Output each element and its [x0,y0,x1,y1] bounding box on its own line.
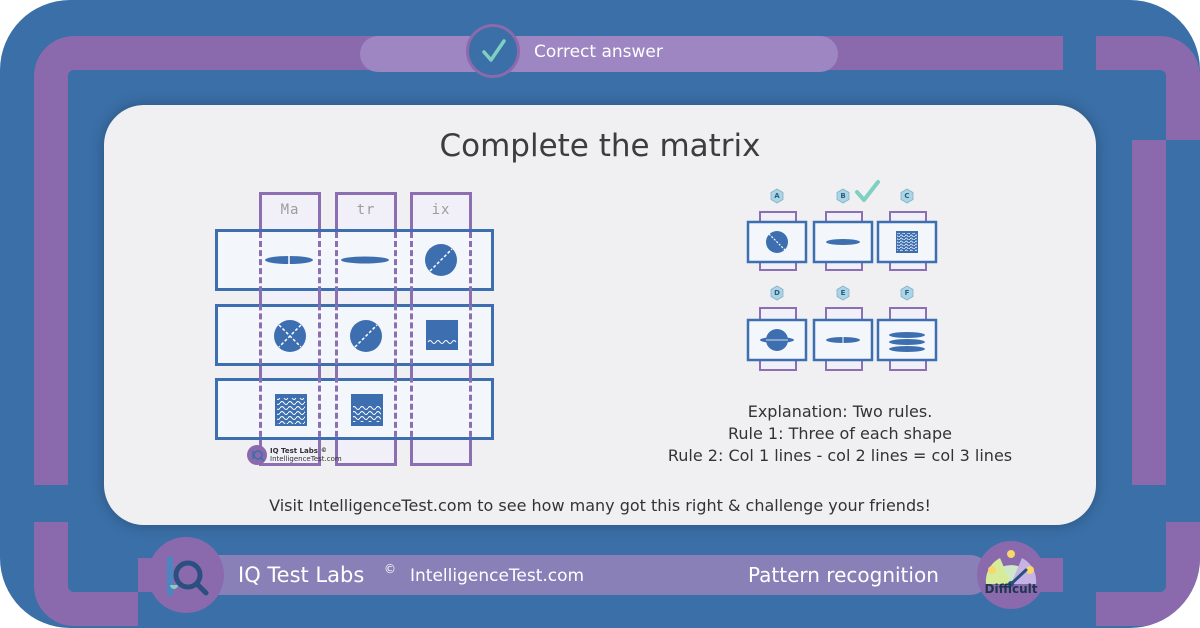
option-b-letter: B [840,192,846,200]
checkmark-icon [482,39,506,62]
iq-logo-icon [247,445,267,465]
cell-r2c1-circle [274,320,306,352]
column-dash [318,232,321,464]
option-a[interactable] [746,211,808,271]
result-banner [360,36,838,72]
corner-bottom-left [34,522,138,626]
option-badges [770,188,914,301]
explanation-line-2: Rule 1: Three of each shape [728,424,952,443]
corner-top-left [34,36,138,140]
column-label-1: Ma [280,202,300,218]
puzzle-title: Complete the matrix [439,128,761,164]
footer-category: Pattern recognition [748,563,939,587]
difficulty-gauge: Difficult [976,540,1046,610]
option-c-letter: C [904,192,910,200]
left-deco-bar [34,140,68,485]
cell-r3c2-square [351,394,383,426]
column-label-3: ix [431,202,451,218]
cell-r3c1-square [275,394,307,426]
cell-r2c3-square [426,320,458,350]
visit-link-text[interactable]: Visit IntelligenceTest.com to see how ma… [269,496,931,515]
column-dash [335,232,338,464]
cell-r2c2-circle [350,320,382,352]
option-c[interactable] [876,211,938,271]
difficulty-gauge-icon [977,541,1045,609]
iq-magnifier-icon [167,556,209,596]
option-e-letter: E [840,289,846,297]
right-deco-bar [1132,140,1166,485]
cell-r1c3-circle [425,244,457,276]
option-b[interactable] [812,211,874,271]
column-dash [410,232,413,464]
correct-check-badge [466,24,520,78]
option-d-letter: D [774,289,780,297]
option-f-letter: F [904,289,910,297]
matrix-logo-copyright: © [320,447,327,454]
column-dash [469,232,472,464]
cell-r1c1-ellipse [265,254,313,266]
correct-answer-label: Correct answer [534,42,663,62]
option-e[interactable] [812,307,874,371]
footer-bar [190,555,990,595]
option-f[interactable] [876,307,938,371]
cell-r1c2-ellipse [341,256,389,264]
column-dash [394,232,397,464]
brand-logo [148,537,224,613]
footer-site-link[interactable]: IntelligenceTest.com [410,566,585,586]
matrix-logo-brand: IQ Test Labs [270,447,318,455]
explanation-line-1: Explanation: Two rules. [747,402,933,421]
matrix-logo-site: IntelligenceTest.com [270,455,342,463]
option-d[interactable] [746,307,808,371]
footer-brand: IQ Test Labs [238,563,365,587]
footer-copyright: © [384,562,396,576]
difficulty-label: Difficult [984,582,1038,596]
option-a-letter: A [774,192,780,200]
correct-option-check-icon [855,180,880,202]
matrix-logo [246,444,268,470]
column-label-2: tr [356,202,376,218]
column-dash [259,232,262,464]
explanation-line-3: Rule 2: Col 1 lines - col 2 lines = col … [667,446,1013,465]
matrix-logo-text: IQ Test Labs© IntelligenceTest.com [270,447,342,463]
